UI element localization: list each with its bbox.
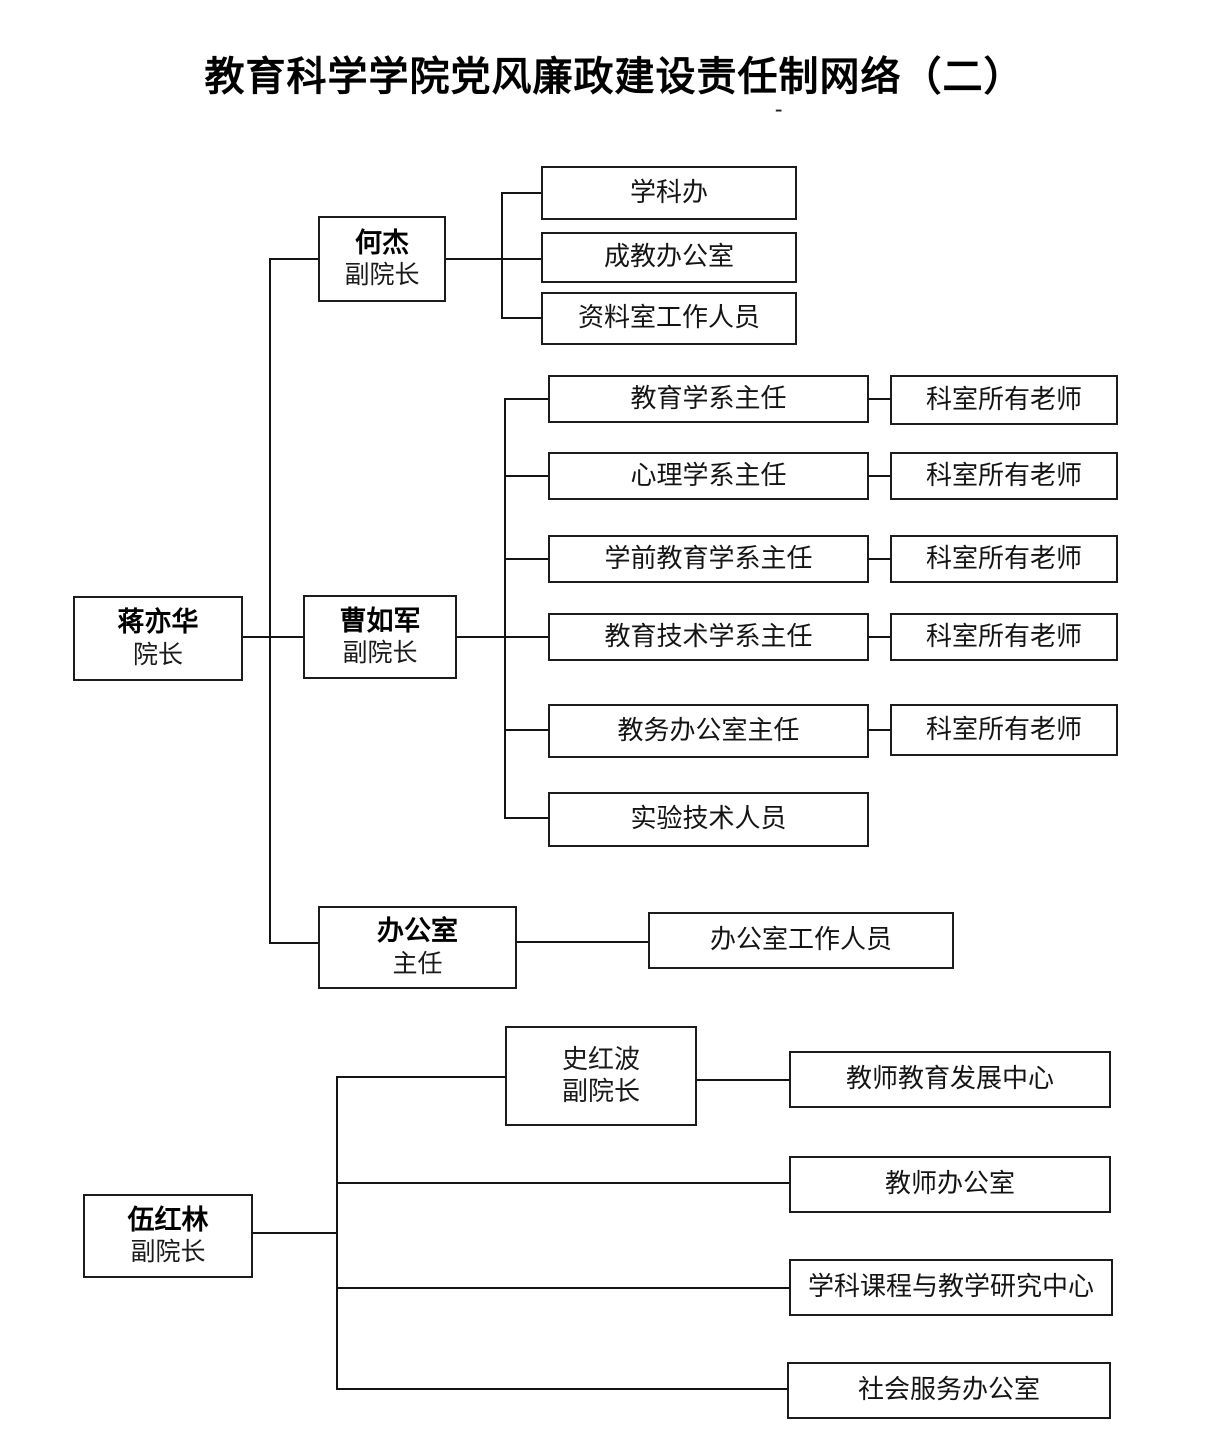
node-office-name: 办公室: [377, 916, 458, 946]
node-dept-education-label: 教育学系主任: [630, 383, 787, 413]
connector-stub-dept2: [504, 475, 548, 477]
connector-dept4-staff4: [869, 636, 890, 638]
node-staff-edtech-label: 科室所有老师: [925, 621, 1082, 651]
connector-dept2-staff2: [869, 475, 890, 477]
node-office-director: 办公室 主任: [318, 906, 517, 989]
node-wu-name: 伍红林: [127, 1204, 209, 1235]
node-dean-name: 蒋亦华: [117, 607, 199, 637]
node-xuekeban-label: 学科办: [629, 177, 708, 207]
node-teacher-office: 教师办公室: [789, 1156, 1111, 1213]
node-dept-academic-affairs-label: 教务办公室主任: [617, 715, 800, 745]
node-curriculum-research-center: 学科课程与教学研究中心: [789, 1259, 1113, 1316]
node-vicedean-caorujun: 曹如军 副院长: [303, 595, 457, 679]
connector-trunk-to-office: [269, 942, 318, 944]
node-vicedean-wuhonglin: 伍红林 副院长: [83, 1194, 253, 1278]
node-office-staff: 办公室工作人员: [648, 912, 954, 969]
connector-branch-curriculum: [336, 1287, 789, 1289]
connector-stub-xuekeban: [501, 192, 541, 194]
connector-branch-teacher-office: [336, 1182, 789, 1184]
connector-trunk-to-hejie: [269, 258, 318, 260]
connector-shi-to-center: [697, 1079, 789, 1081]
node-staff-psychology: 科室所有老师: [890, 452, 1118, 500]
node-staff-academic-affairs: 科室所有老师: [890, 704, 1118, 756]
node-staff-education: 科室所有老师: [890, 375, 1118, 425]
page-title: 教育科学学院党风廉政建设责任制网络（二）: [204, 55, 1025, 99]
node-vicedean-shihongbo: 史红波 副院长: [505, 1026, 697, 1126]
connector-dept3-staff3: [869, 558, 890, 560]
connector-trunk-top: [269, 258, 271, 944]
node-vicedean-hejie: 何杰 副院长: [318, 216, 446, 302]
connector-bracket-cao: [504, 398, 506, 819]
node-teacher-edu-center: 教师教育发展中心: [789, 1051, 1111, 1108]
node-social-service-office-label: 社会服务办公室: [857, 1375, 1040, 1405]
connector-dept5-staff5: [869, 729, 890, 731]
node-hejie-name: 何杰: [355, 227, 409, 258]
node-dept-education: 教育学系主任: [548, 375, 869, 423]
connector-stub-dept3: [504, 558, 548, 560]
connector-stub-dept6: [504, 817, 548, 819]
node-staff-preschool: 科室所有老师: [890, 535, 1118, 583]
title-dash-mark: -: [775, 96, 783, 121]
node-staff-edtech: 科室所有老师: [890, 613, 1118, 661]
node-staff-education-label: 科室所有老师: [925, 384, 1082, 414]
node-lab-technicians-label: 实验技术人员: [630, 804, 787, 834]
connector-wu-to-trunk: [253, 1232, 338, 1234]
node-teacher-edu-center-label: 教师教育发展中心: [845, 1064, 1054, 1094]
node-dept-edtech: 教育技术学系主任: [548, 613, 869, 661]
node-dept-psychology: 心理学系主任: [548, 452, 869, 500]
node-hejie-role: 副院长: [344, 262, 420, 290]
node-shi-role: 副院长: [561, 1077, 640, 1106]
connector-office-to-staff: [517, 941, 648, 943]
node-lab-technicians: 实验技术人员: [548, 792, 869, 847]
node-ziliaoshi-staff: 资料室工作人员: [541, 292, 797, 345]
node-dean-role: 院长: [132, 641, 183, 669]
node-staff-psychology-label: 科室所有老师: [925, 460, 1082, 490]
node-dept-academic-affairs: 教务办公室主任: [548, 704, 869, 758]
node-ziliaoshi-label: 资料室工作人员: [577, 303, 760, 333]
node-office-staff-label: 办公室工作人员: [709, 925, 892, 955]
connector-trunk-to-shi: [336, 1076, 505, 1078]
node-chengjiao-label: 成教办公室: [603, 242, 734, 272]
connector-dept1-staff1: [869, 398, 890, 400]
connector-branch-social: [336, 1388, 787, 1390]
node-dean-jiangyihua: 蒋亦华 院长: [73, 596, 243, 681]
node-cao-name: 曹如军: [339, 605, 421, 636]
node-cao-role: 副院长: [342, 640, 418, 668]
node-office-role: 主任: [392, 950, 443, 978]
connector-stub-dept1: [504, 398, 548, 400]
node-dept-edtech-label: 教育技术学系主任: [604, 621, 813, 651]
node-dept-preschool-label: 学前教育学系主任: [604, 543, 813, 573]
connector-cao-to-bracket: [457, 636, 548, 638]
connector-dean-to-trunk: [243, 636, 303, 638]
connector-stub-dept5: [504, 729, 548, 731]
node-teacher-office-label: 教师办公室: [884, 1169, 1015, 1199]
node-shi-name: 史红波: [561, 1044, 640, 1074]
node-xuekeban: 学科办: [541, 166, 797, 220]
node-chengjiao-office: 成教办公室: [541, 232, 797, 283]
connector-bracket-hejie: [501, 192, 503, 319]
node-dept-preschool: 学前教育学系主任: [548, 535, 869, 583]
node-wu-role: 副院长: [130, 1239, 206, 1267]
connector-stub-ziliaoshi: [501, 317, 541, 319]
node-dept-psychology-label: 心理学系主任: [630, 460, 787, 490]
node-social-service-office: 社会服务办公室: [787, 1362, 1111, 1419]
connector-hejie-to-bracket: [446, 258, 541, 260]
node-staff-preschool-label: 科室所有老师: [925, 543, 1082, 573]
node-curriculum-research-center-label: 学科课程与教学研究中心: [807, 1272, 1094, 1302]
node-staff-academic-affairs-label: 科室所有老师: [925, 714, 1082, 744]
